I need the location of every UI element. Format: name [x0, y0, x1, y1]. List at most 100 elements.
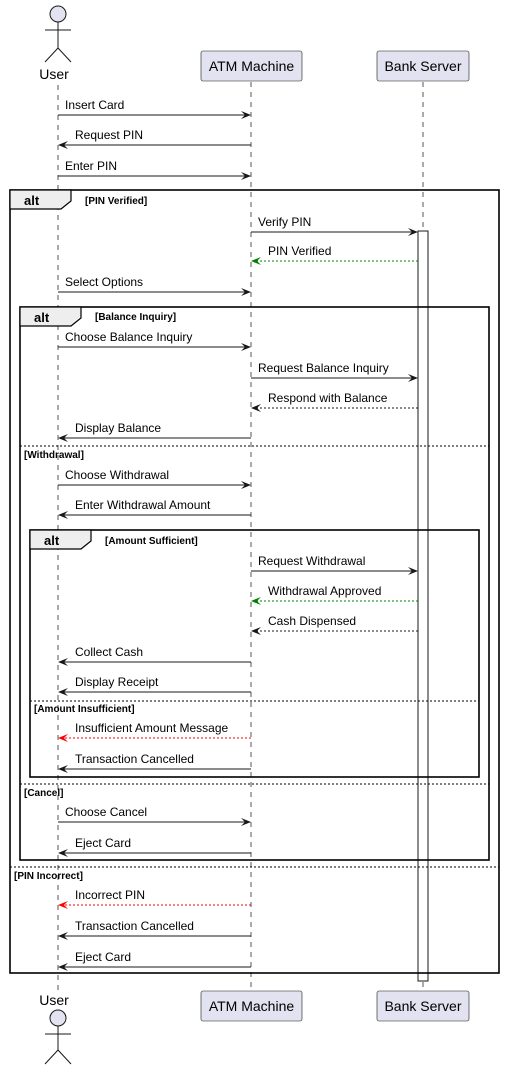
- message-7: Choose Balance Inquiry: [58, 330, 251, 351]
- message-label: Transaction Cancelled: [75, 752, 194, 766]
- arrowhead-icon: [241, 288, 251, 296]
- message-19: Transaction Cancelled: [58, 752, 251, 773]
- message-label: Insufficient Amount Message: [75, 721, 229, 735]
- alt-fragment-pin: alt [PIN Verified] [PIN Incorrect]: [9, 189, 500, 974]
- arrowhead-icon: [241, 818, 251, 826]
- message-label: Request PIN: [75, 128, 143, 142]
- user-label-bottom: User: [39, 992, 69, 1008]
- message-label: Enter PIN: [65, 159, 117, 173]
- alt-tag-pin: alt: [24, 193, 40, 208]
- message-14: Withdrawal Approved: [251, 584, 418, 605]
- guard-balance-inquiry: [Balance Inquiry]: [95, 312, 176, 323]
- arrowhead-icon: [251, 597, 261, 605]
- arrowhead-icon: [408, 228, 418, 236]
- message-label: Withdrawal Approved: [268, 584, 381, 598]
- message-5: PIN Verified: [251, 244, 418, 265]
- arrowhead-icon: [58, 963, 68, 971]
- message-label: Request Withdrawal: [258, 554, 365, 568]
- message-3: Enter PIN: [58, 159, 251, 180]
- message-10: Display Balance: [58, 421, 251, 442]
- message-label: Display Balance: [75, 421, 161, 435]
- guard-amount-insufficient: [Amount Insufficient]: [34, 704, 135, 715]
- arrowhead-icon: [58, 511, 68, 519]
- atm-label-bottom: ATM Machine: [209, 998, 295, 1014]
- bank-label-top: Bank Server: [384, 58, 461, 74]
- arrowhead-icon: [58, 688, 68, 696]
- message-label: Verify PIN: [258, 215, 311, 229]
- arrowhead-icon: [58, 901, 68, 909]
- message-13: Request Withdrawal: [251, 554, 418, 575]
- message-label: Choose Withdrawal: [65, 468, 169, 482]
- message-16: Collect Cash: [58, 645, 251, 666]
- guard-pin-verified: [PIN Verified]: [85, 196, 147, 207]
- message-label: PIN Verified: [268, 244, 331, 258]
- guard-pin-incorrect: [PIN Incorrect]: [14, 871, 83, 882]
- message-label: Choose Cancel: [65, 805, 147, 819]
- message-1: Insert Card: [58, 98, 251, 119]
- message-9: Respond with Balance: [251, 391, 418, 412]
- arrowhead-icon: [241, 111, 251, 119]
- message-label: Choose Balance Inquiry: [65, 330, 192, 344]
- arrowhead-icon: [58, 658, 68, 666]
- message-2: Request PIN: [58, 128, 251, 149]
- atm-participant-bottom: ATM Machine: [200, 990, 303, 1022]
- arrowhead-icon: [241, 481, 251, 489]
- message-label: Transaction Cancelled: [75, 919, 194, 933]
- alt-tag-options: alt: [34, 310, 50, 325]
- arrowhead-icon: [58, 849, 68, 857]
- message-4: Verify PIN: [251, 215, 418, 236]
- bank-participant-bottom: Bank Server: [376, 990, 470, 1022]
- arrowhead-icon: [251, 404, 261, 412]
- message-label: Incorrect PIN: [75, 888, 145, 902]
- message-label: Eject Card: [75, 950, 131, 964]
- message-15: Cash Dispensed: [251, 614, 418, 635]
- arrowhead-icon: [58, 932, 68, 940]
- message-21: Eject Card: [58, 836, 251, 857]
- message-label: Insert Card: [65, 98, 124, 112]
- message-18: Insufficient Amount Message: [58, 721, 251, 742]
- message-label: Select Options: [65, 275, 143, 289]
- message-label: Request Balance Inquiry: [258, 361, 389, 375]
- message-label: Respond with Balance: [268, 391, 388, 405]
- atm-label-top: ATM Machine: [209, 58, 295, 74]
- message-label: Eject Card: [75, 836, 131, 850]
- arrowhead-icon: [58, 141, 68, 149]
- message-label: Cash Dispensed: [268, 614, 356, 628]
- arrowhead-icon: [58, 734, 68, 742]
- user-actor-top: User: [39, 5, 72, 82]
- message-6: Select Options: [58, 275, 251, 296]
- alt-fragment-amount: alt [Amount Sufficient] [Amount Insuffic…: [29, 529, 480, 778]
- bank-participant-top: Bank Server: [376, 50, 470, 82]
- atm-participant-top: ATM Machine: [200, 50, 303, 82]
- arrowhead-icon: [241, 172, 251, 180]
- user-label-top: User: [39, 66, 69, 82]
- message-23: Transaction Cancelled: [58, 919, 251, 940]
- arrowhead-icon: [408, 374, 418, 382]
- arrowhead-icon: [408, 567, 418, 575]
- message-8: Request Balance Inquiry: [251, 361, 418, 382]
- alt-tag-amount: alt: [44, 533, 60, 548]
- guard-cancel: [Cancel]: [24, 788, 63, 799]
- message-label: Enter Withdrawal Amount: [75, 498, 211, 512]
- arrowhead-icon: [241, 343, 251, 351]
- message-label: Collect Cash: [75, 645, 143, 659]
- bank-activation-bar: [417, 230, 429, 982]
- message-17: Display Receipt: [58, 675, 251, 696]
- arrowhead-icon: [251, 257, 261, 265]
- message-20: Choose Cancel: [58, 805, 251, 826]
- user-actor-bottom: User: [39, 992, 72, 1065]
- bank-label-bottom: Bank Server: [384, 998, 461, 1014]
- message-22: Incorrect PIN: [58, 888, 251, 909]
- guard-withdrawal: [Withdrawal]: [24, 450, 84, 461]
- guard-amount-sufficient: [Amount Sufficient]: [105, 536, 198, 547]
- message-12: Enter Withdrawal Amount: [58, 498, 251, 519]
- message-11: Choose Withdrawal: [58, 468, 251, 489]
- message-label: Display Receipt: [75, 675, 159, 689]
- alt-fragment-options: alt [Balance Inquiry] [Withdrawal] [Canc…: [19, 306, 490, 861]
- arrowhead-icon: [58, 765, 68, 773]
- arrowhead-icon: [58, 434, 68, 442]
- arrowhead-icon: [251, 627, 261, 635]
- message-24: Eject Card: [58, 950, 251, 971]
